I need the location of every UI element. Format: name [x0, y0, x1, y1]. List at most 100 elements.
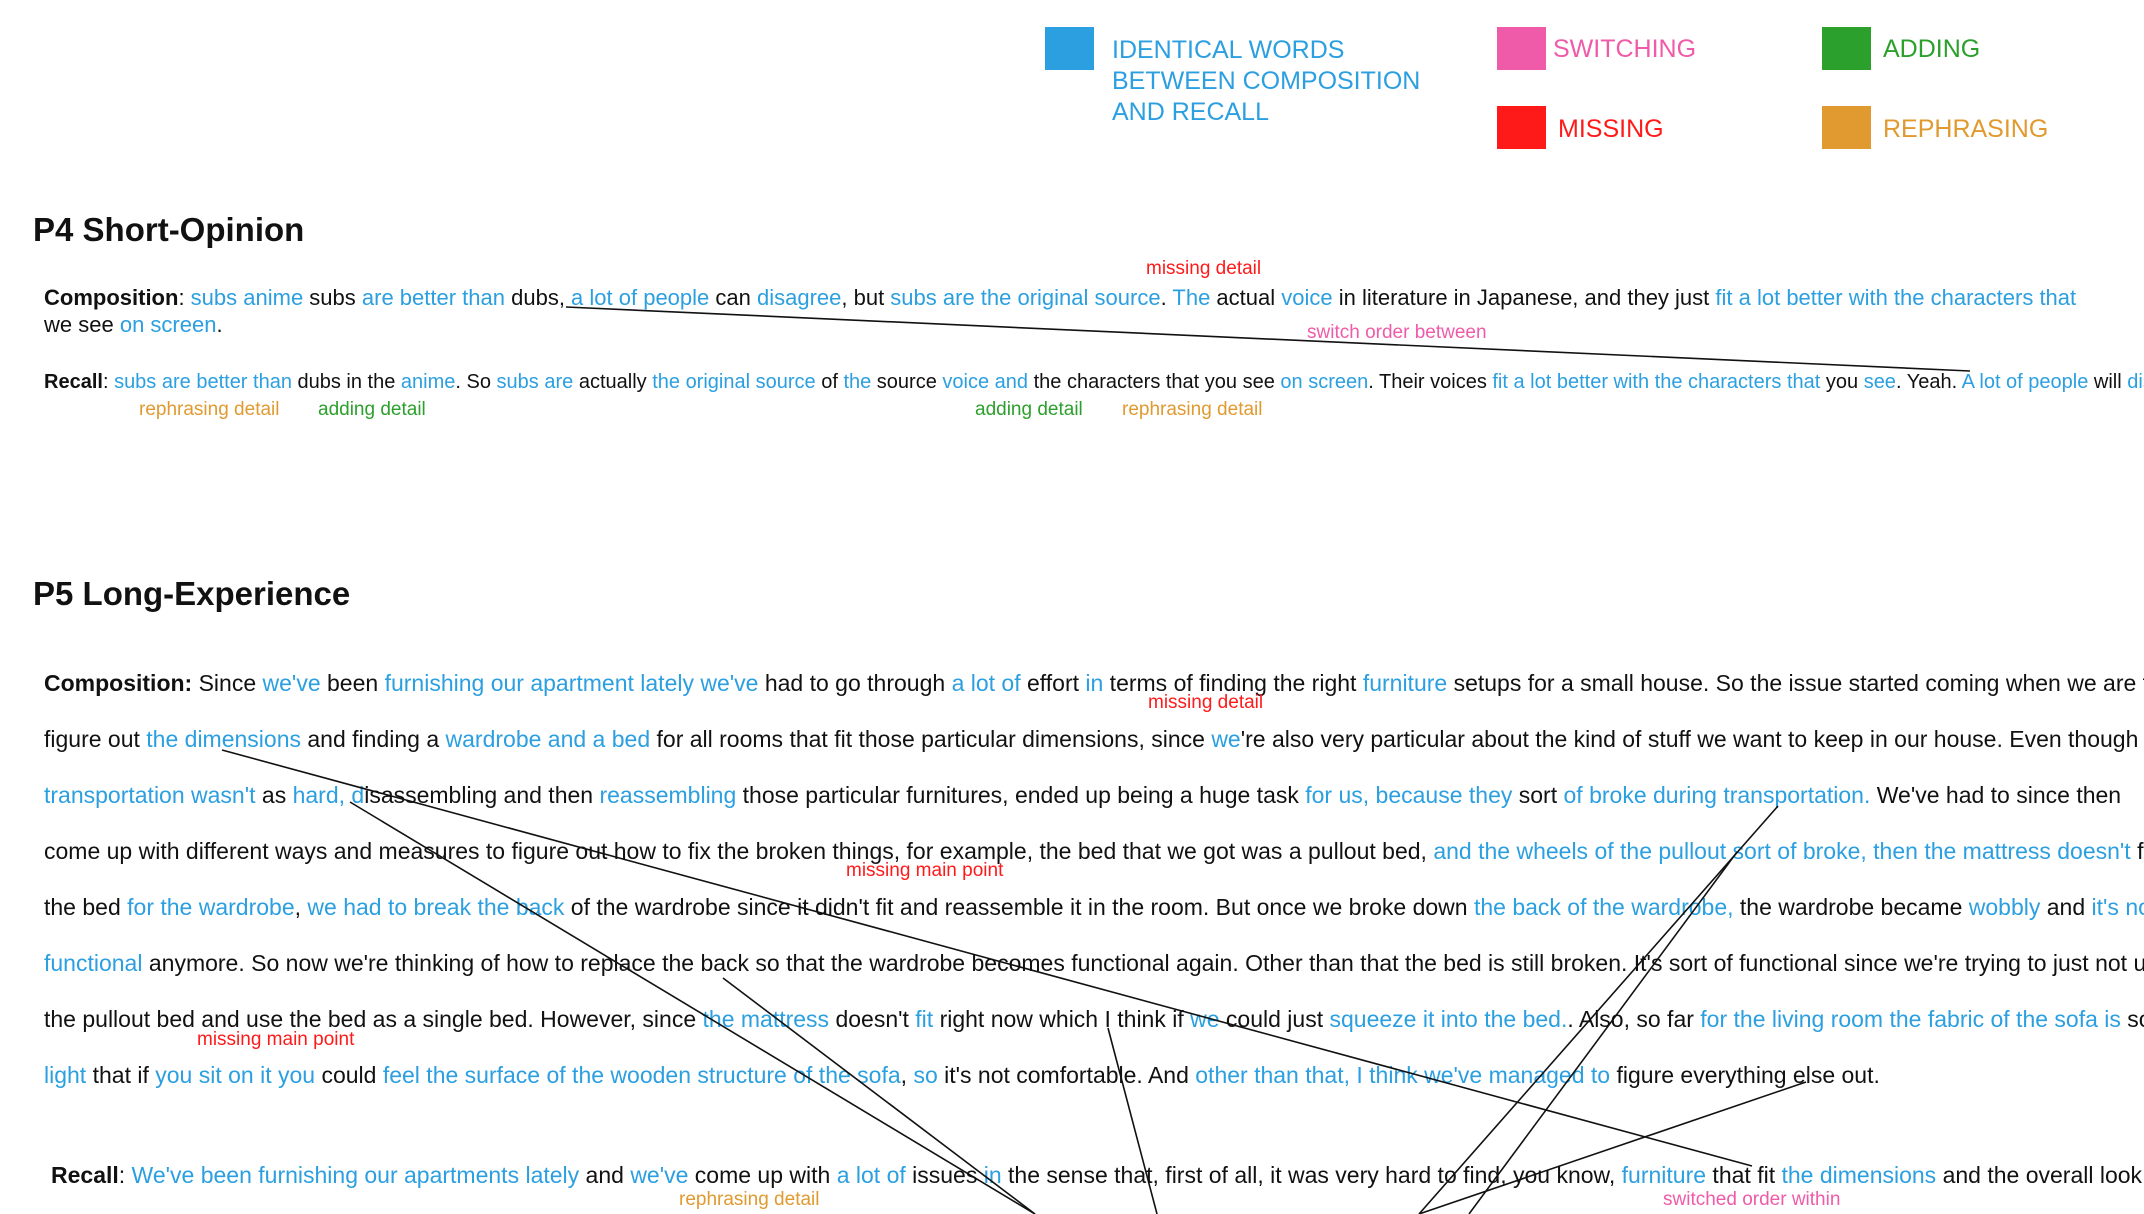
text-segment: We've had to since then — [1870, 782, 2122, 808]
text-segment: . — [216, 312, 223, 337]
identical-phrase: you sit on it you — [155, 1062, 316, 1088]
text-segment: could — [315, 1062, 383, 1088]
line-label: Recall — [51, 1162, 119, 1188]
identical-phrase: we've — [630, 1162, 689, 1188]
legend-label-identical-line2: BETWEEN COMPOSITION — [1112, 67, 1421, 95]
identical-phrase: for the wardrobe — [127, 894, 295, 920]
identical-phrase: it's not — [2091, 894, 2144, 920]
text-segment: . Their voices — [1368, 371, 1493, 393]
text-segment: come up with different ways and measures… — [44, 838, 1434, 864]
p5-note-missing-detail: missing detail — [1148, 692, 1264, 713]
legend-label-adding: ADDING — [1883, 35, 1981, 63]
identical-phrase: a lot of — [951, 670, 1021, 696]
text-segment: you — [1820, 371, 1864, 393]
identical-phrase: We've been furnishing our apartments lat… — [131, 1162, 580, 1188]
identical-phrase: subs are better than — [114, 371, 292, 393]
identical-phrase: for us, because they — [1305, 782, 1513, 808]
identical-phrase: reassembling — [599, 782, 737, 808]
identical-phrase: so — [913, 1062, 938, 1088]
legend-swatch-missing — [1497, 106, 1546, 149]
identical-phrase: we've — [262, 670, 321, 696]
identical-phrase: voice — [1281, 285, 1333, 310]
text-segment: those particular furnitures, ended up be… — [736, 782, 1306, 808]
text-segment: actual — [1210, 285, 1282, 310]
text-segment: that if — [86, 1062, 156, 1088]
legend-swatch-switching — [1497, 27, 1546, 70]
text-segment: of the wardrobe since it didn't fit and … — [564, 894, 1474, 920]
text-segment: doesn't — [829, 1006, 916, 1032]
p4-note-adding-detail-2: adding detail — [975, 399, 1083, 420]
text-segment: that fit — [1706, 1162, 1782, 1188]
p5-composition-line7: the pullout bed and use the bed as a sin… — [44, 1006, 2144, 1033]
text-segment: in literature in Japanese, and they just — [1332, 285, 1716, 310]
text-segment: been — [320, 670, 385, 696]
legend-label-switching: SWITCHING — [1553, 35, 1697, 63]
section-title-p5: P5 Long-Experience — [33, 575, 351, 612]
text-segment: figure out — [44, 726, 147, 752]
identical-phrase: the dimensions — [146, 726, 301, 752]
identical-phrase: functional — [44, 950, 143, 976]
text-segment: terms of finding the right — [1103, 670, 1363, 696]
connector-line — [221, 749, 1753, 1167]
text-segment: the wardrobe became — [1733, 894, 1969, 920]
legend-swatch-identical — [1045, 27, 1094, 70]
text-segment: . Also, so far — [1567, 1006, 1701, 1032]
identical-phrase: on screen — [119, 312, 217, 337]
p5-composition-line2: figure out the dimensions and finding a … — [44, 726, 2138, 753]
identical-phrase: fit — [915, 1006, 934, 1032]
p5-note-rephrasing-detail: rephrasing detail — [679, 1189, 820, 1210]
identical-phrase: anime — [400, 371, 456, 393]
text-segment: . Yeah. — [1895, 371, 1962, 393]
identical-phrase: feel the surface of the wooden structure… — [382, 1062, 901, 1088]
text-segment: setups for a small house. So the issue s… — [1447, 670, 2144, 696]
legend-swatch-rephrasing — [1822, 106, 1871, 149]
text-segment: will — [2088, 371, 2128, 393]
text-segment: fit — [2137, 838, 2144, 864]
text-segment: , but — [841, 285, 891, 310]
text-segment: : — [102, 371, 115, 393]
identical-phrase: A lot of people — [1961, 371, 2089, 393]
text-segment: effort — [1020, 670, 1086, 696]
identical-phrase: The — [1172, 285, 1211, 310]
identical-phrase: see — [1863, 371, 1896, 393]
text-segment: the characters that you see — [1028, 371, 1281, 393]
text-segment: isassembling and then — [364, 782, 600, 808]
p5-note-missing-main-point-1: missing main point — [846, 860, 1004, 881]
text-segment: 're also very particular about the kind … — [1240, 726, 2139, 752]
text-segment: right now which I think if — [933, 1006, 1191, 1032]
connector-line — [1468, 851, 1738, 1214]
text-segment: it's not comfortable. And — [937, 1062, 1196, 1088]
text-segment: and the overall look we — [1942, 1162, 2144, 1188]
identical-phrase: disagree — [756, 285, 842, 310]
identical-phrase: on screen — [1280, 371, 1369, 393]
identical-phrase: transportation wasn't — [44, 782, 256, 808]
identical-phrase: of broke during transportation. — [1563, 782, 1871, 808]
identical-phrase: in — [1085, 670, 1104, 696]
text-segment: the pullout bed and use the bed as a sin… — [44, 1006, 703, 1032]
text-segment: we see — [44, 312, 120, 337]
text-segment: can — [709, 285, 757, 310]
text-segment: and — [2040, 894, 2092, 920]
line-label: Composition: — [44, 670, 193, 696]
text-segment: . — [1160, 285, 1173, 310]
identical-phrase: wobbly — [1968, 894, 2041, 920]
identical-phrase: fit a lot better with the characters tha… — [1715, 285, 2077, 310]
text-segment: : — [178, 285, 191, 310]
p4-note-missing-detail: missing detail — [1146, 258, 1262, 279]
p4-note-switch-order: switch order between — [1307, 322, 1487, 343]
identical-phrase: the dimensions — [1781, 1162, 1937, 1188]
p4-composition-line2: we see on screen. — [44, 312, 223, 338]
text-segment: subs — [303, 285, 362, 310]
identical-phrase: subs are — [496, 371, 574, 393]
identical-phrase: in — [983, 1162, 1002, 1188]
connector-line — [1107, 1027, 1158, 1214]
text-segment: and finding a — [301, 726, 446, 752]
identical-phrase: a lot of people — [571, 285, 710, 310]
identical-phrase: squeeze it into the bed. — [1329, 1006, 1568, 1032]
text-segment: , — [900, 1062, 914, 1088]
p4-note-rephrasing-detail-1: rephrasing detail — [139, 399, 280, 420]
text-segment: and — [579, 1162, 631, 1188]
legend-label-identical-line3: AND RECALL — [1112, 98, 1269, 126]
text-segment: issues — [905, 1162, 984, 1188]
text-segment: Since — [192, 670, 263, 696]
